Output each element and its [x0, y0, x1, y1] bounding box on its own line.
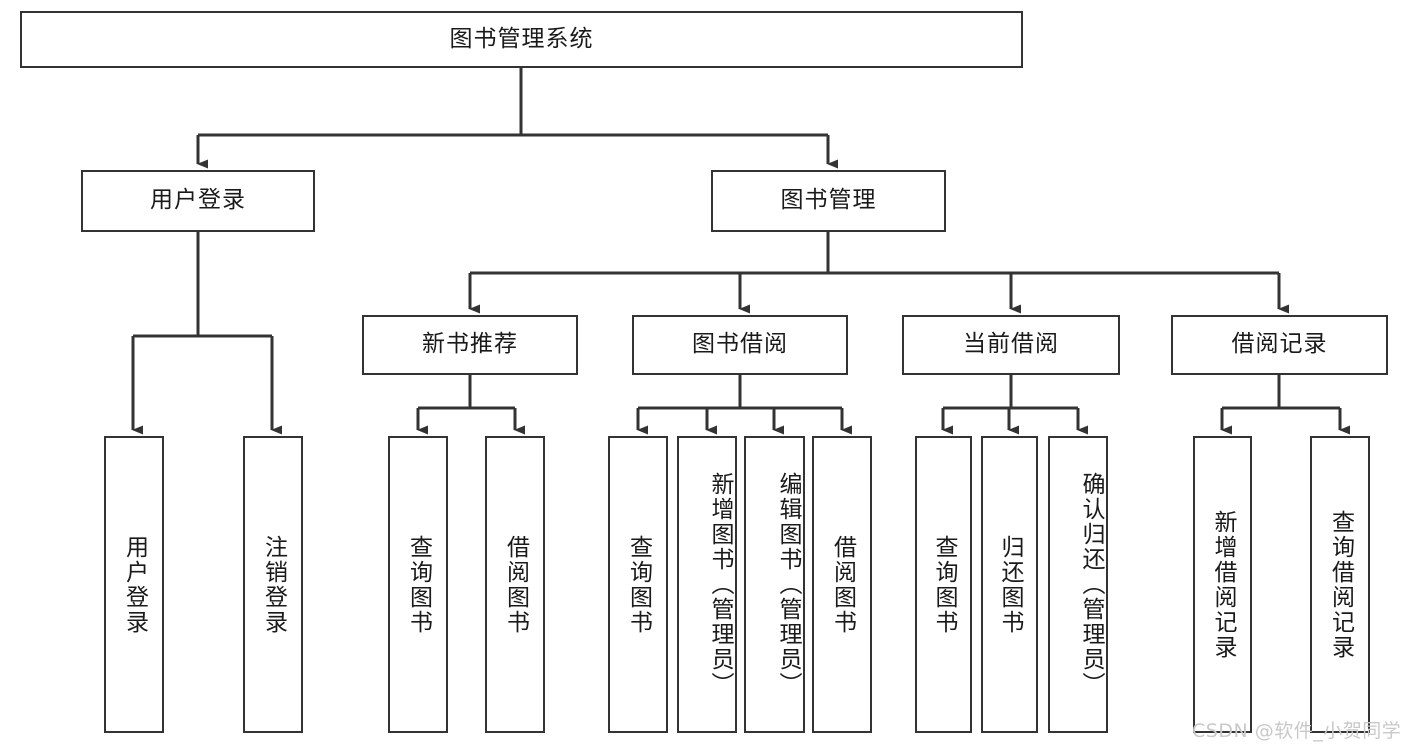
node-leaf-rec-query-book-label: 查询图书 [405, 534, 432, 635]
node-current-borrow-label: 当前借阅 [963, 331, 1059, 358]
node-leaf-user-logout-label: 注销登录 [260, 534, 287, 635]
node-leaf-borrow-edit-book[interactable]: 编辑图书（管理员） [744, 436, 805, 733]
node-leaf-current-confirm-return-label: 确认归还（管理员） [1078, 472, 1104, 697]
node-leaf-rec-borrow-book[interactable]: 借阅图书 [485, 436, 545, 733]
node-leaf-user-logout[interactable]: 注销登录 [243, 436, 303, 733]
node-leaf-current-return-book-label: 归还图书 [997, 534, 1024, 635]
node-book-manage-label: 图书管理 [780, 187, 877, 214]
node-book-borrow-label: 图书借阅 [692, 331, 788, 358]
node-new-book-rec[interactable]: 新书推荐 [362, 315, 578, 375]
node-book-manage[interactable]: 图书管理 [711, 170, 946, 232]
node-leaf-current-confirm-return[interactable]: 确认归还（管理员） [1048, 436, 1108, 733]
node-leaf-current-return-book[interactable]: 归还图书 [981, 436, 1038, 733]
node-borrow-record-label: 借阅记录 [1231, 331, 1328, 358]
node-leaf-borrow-query-book[interactable]: 查询图书 [608, 436, 668, 733]
node-leaf-borrow-borrow-book[interactable]: 借阅图书 [812, 436, 872, 733]
node-root-label: 图书管理系统 [449, 25, 594, 52]
node-new-book-rec-label: 新书推荐 [422, 331, 518, 358]
csdn-watermark: CSDN @软件_小贺同学 [1192, 720, 1402, 742]
node-leaf-rec-borrow-book-label: 借阅图书 [502, 534, 529, 635]
node-root[interactable]: 图书管理系统 [20, 11, 1023, 68]
node-user-login[interactable]: 用户登录 [81, 170, 315, 232]
node-leaf-borrow-query-book-label: 查询图书 [625, 534, 652, 635]
node-leaf-current-query-book-label: 查询图书 [931, 534, 958, 635]
node-leaf-user-login[interactable]: 用户登录 [104, 436, 164, 733]
node-book-borrow[interactable]: 图书借阅 [632, 315, 848, 375]
node-leaf-borrow-edit-book-label: 编辑图书（管理员） [775, 472, 801, 697]
node-borrow-record[interactable]: 借阅记录 [1171, 315, 1388, 375]
node-leaf-record-add-label: 新增借阅记录 [1210, 509, 1237, 660]
node-leaf-record-add[interactable]: 新增借阅记录 [1193, 436, 1252, 733]
node-leaf-record-query[interactable]: 查询借阅记录 [1310, 436, 1370, 733]
node-leaf-rec-query-book[interactable]: 查询图书 [388, 436, 448, 733]
node-leaf-record-query-label: 查询借阅记录 [1327, 509, 1354, 660]
node-current-borrow[interactable]: 当前借阅 [902, 315, 1120, 375]
node-leaf-borrow-borrow-book-label: 借阅图书 [829, 534, 856, 635]
node-leaf-borrow-add-book[interactable]: 新增图书（管理员） [677, 436, 737, 733]
node-leaf-current-query-book[interactable]: 查询图书 [915, 436, 972, 733]
node-user-login-label: 用户登录 [150, 187, 246, 214]
node-leaf-user-login-label: 用户登录 [121, 534, 148, 635]
node-leaf-borrow-add-book-label: 新增图书（管理员） [707, 472, 733, 697]
